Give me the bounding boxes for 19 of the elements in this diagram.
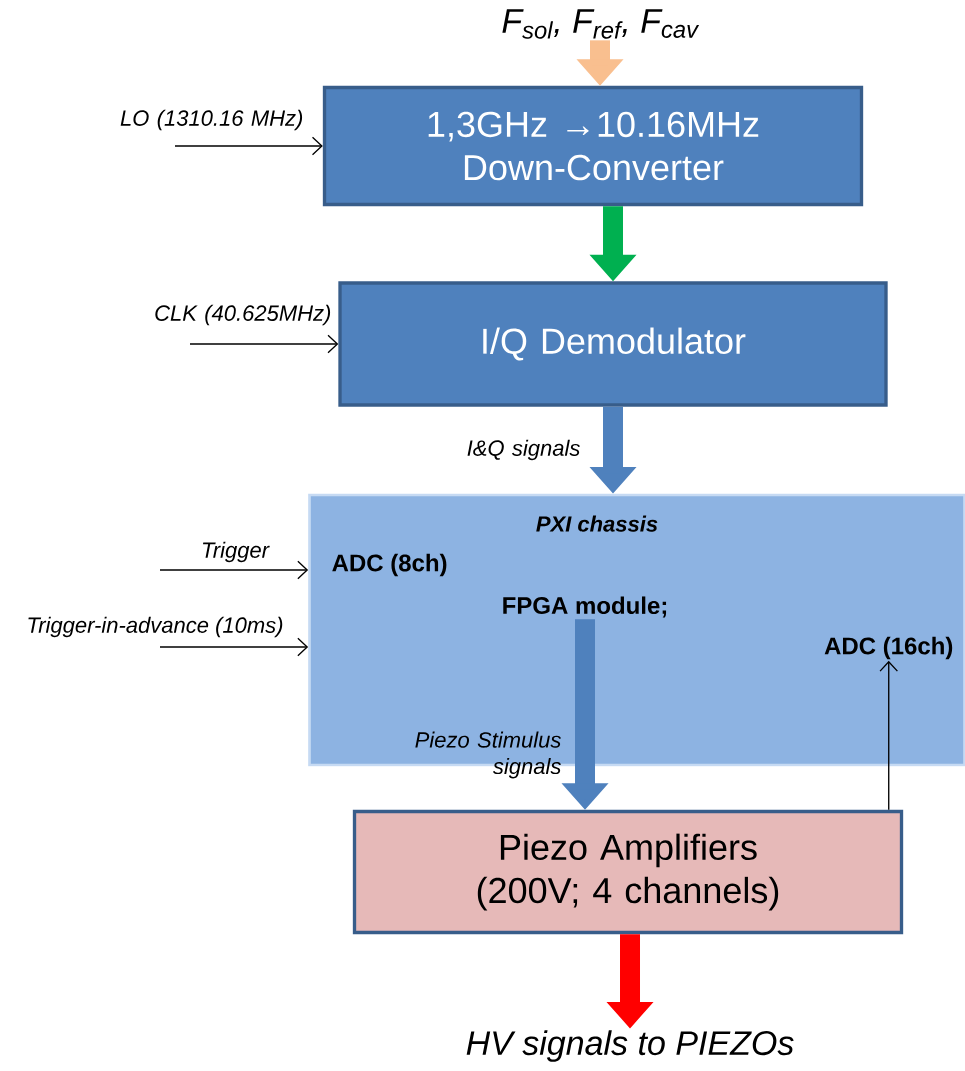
process-box: Piezo Amplifiers (200V; 4 channels) — [352, 809, 904, 935]
edge-label: Trigger-in-advance (10ms) — [28, 616, 283, 638]
process-box: 1,3GHz →10.16MHz Down-Converter — [322, 85, 864, 207]
module-label: FPGA module; — [503, 596, 667, 618]
edge-label: Piezo Stimulus signals — [415, 731, 561, 779]
arrow — [174, 136, 323, 156]
signal-label: HV signals to PIEZOs — [466, 1030, 794, 1062]
module-label: ADC (16ch) — [824, 636, 953, 660]
edge-label: I&Q signals — [467, 439, 580, 461]
edge-label: CLK (40.625MHz) — [155, 304, 331, 326]
module-label: ADC (8ch) — [332, 553, 447, 577]
arrow — [189, 334, 339, 354]
process-box: I/Q Demodulator — [338, 281, 888, 407]
edge-label: Trigger — [202, 541, 270, 563]
arrow — [879, 660, 899, 811]
arrow — [159, 560, 309, 580]
arrow — [159, 637, 309, 657]
edge-label: LO (1310.16 MHz) — [120, 109, 303, 131]
signal-label: F$_{sol}$, F$_{ref}$, F$_{cav}$ — [502, 9, 700, 39]
